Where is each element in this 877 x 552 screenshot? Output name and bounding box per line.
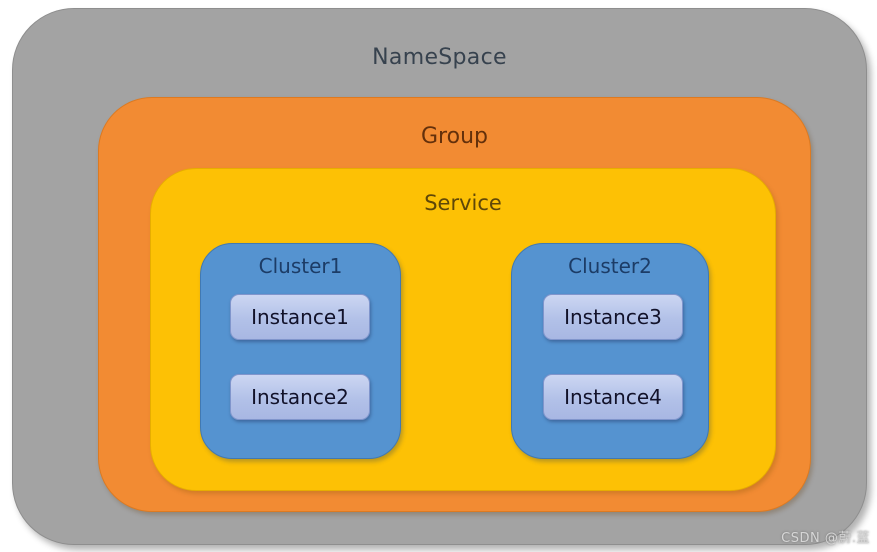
cluster2-box: Cluster2 Instance3 Instance4 — [511, 243, 709, 459]
group-box: Group Service Cluster1 Instance1 Instanc… — [98, 97, 811, 512]
instance1-box: Instance1 — [230, 294, 370, 340]
service-label: Service — [424, 191, 502, 215]
cluster2-label: Cluster2 — [568, 254, 652, 278]
watermark: CSDN @蔚.蓝 — [781, 531, 870, 546]
instance4-box: Instance4 — [543, 374, 683, 420]
instance2-box: Instance2 — [230, 374, 370, 420]
cluster1-box: Cluster1 Instance1 Instance2 — [200, 243, 401, 459]
namespace-box: NameSpace Group Service Cluster1 Instanc… — [12, 8, 867, 545]
cluster1-label: Cluster1 — [258, 254, 343, 278]
group-label: Group — [421, 124, 488, 149]
service-box: Service Cluster1 Instance1 Instance2 Clu… — [150, 168, 776, 491]
instance3-box: Instance3 — [543, 294, 683, 340]
namespace-label: NameSpace — [372, 45, 507, 70]
